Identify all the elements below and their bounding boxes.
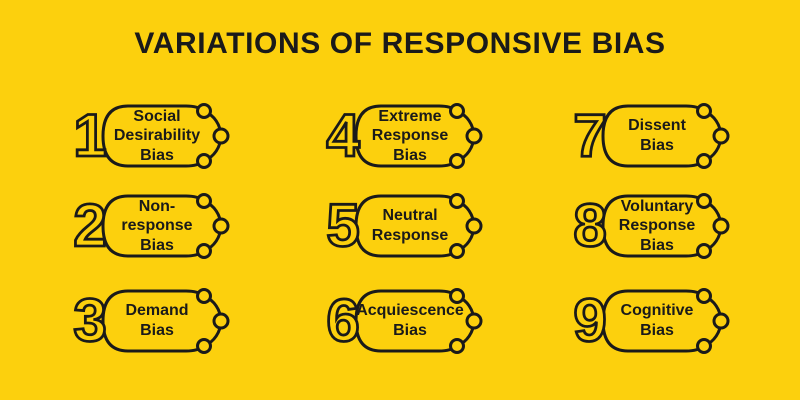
card-number: 2	[73, 192, 106, 259]
node-circle-icon	[196, 288, 212, 304]
card-number: 5	[326, 192, 359, 259]
node-circle-icon	[696, 243, 712, 259]
card-number-graphic: 5	[325, 191, 361, 261]
node-circle-icon	[449, 243, 465, 259]
capsule-border	[354, 194, 459, 258]
capsule-outline	[101, 103, 230, 169]
node-circle-icon	[696, 153, 712, 169]
capsule-outline	[354, 193, 483, 259]
card-label: Cognitive Bias	[620, 302, 694, 339]
bias-card-6: 6 Acquiescence Bias	[315, 283, 505, 359]
card-number-graphic: 7	[572, 101, 608, 171]
capsule-border	[601, 104, 706, 168]
bias-card-7: 7 Dissent Bias	[562, 98, 752, 174]
capsule-outline	[354, 288, 483, 354]
node-circle-icon	[712, 217, 730, 235]
card-number-graphic: 1	[72, 101, 108, 171]
card-label: Social Desirability Bias	[113, 107, 201, 164]
card-label: Voluntary Response Bias	[618, 197, 696, 254]
node-circle-icon	[696, 193, 712, 209]
node-circle-icon	[212, 217, 230, 235]
card-label: Demand Bias	[125, 302, 189, 339]
capsule-border	[601, 194, 706, 258]
card-number-graphic: 6	[325, 286, 361, 356]
card-number: 9	[573, 287, 606, 354]
capsule-outline	[601, 103, 730, 169]
capsule-outline	[101, 193, 230, 259]
card-number: 7	[573, 102, 606, 169]
card-number: 3	[73, 287, 106, 354]
capsule-outline	[354, 103, 483, 169]
card-label: Extreme Response Bias	[371, 107, 449, 164]
node-circle-icon	[449, 103, 465, 119]
card-number-graphic: 3	[72, 286, 108, 356]
node-circle-icon	[196, 153, 212, 169]
node-circle-icon	[196, 193, 212, 209]
capsule-outline	[601, 288, 730, 354]
node-circle-icon	[465, 312, 483, 330]
bias-card-8: 8 Voluntary Response Bias	[562, 188, 752, 264]
bias-card-1: 1 Social Desirability Bias	[62, 98, 252, 174]
node-circle-icon	[449, 153, 465, 169]
node-circle-icon	[465, 217, 483, 235]
bias-card-9: 9 Cognitive Bias	[562, 283, 752, 359]
card-number-graphic: 4	[325, 101, 362, 171]
bias-card-2: 2 Non-response Bias	[62, 188, 252, 264]
node-circle-icon	[465, 127, 483, 145]
card-number-graphic: 2	[72, 191, 108, 261]
node-circle-icon	[449, 193, 465, 209]
card-number: 1	[73, 102, 106, 169]
bias-card-3: 3 Demand Bias	[62, 283, 252, 359]
node-circle-icon	[449, 288, 465, 304]
capsule-border	[101, 289, 206, 353]
node-circle-icon	[196, 103, 212, 119]
node-circle-icon	[696, 288, 712, 304]
capsule-border	[601, 289, 706, 353]
card-label: Dissent Bias	[628, 117, 686, 154]
capsule-border	[101, 194, 206, 258]
card-label: Acquiescence Bias	[356, 302, 464, 339]
node-circle-icon	[696, 103, 712, 119]
card-number: 8	[573, 192, 606, 259]
node-circle-icon	[712, 312, 730, 330]
bias-card-4: 4 Extreme Response Bias	[315, 98, 505, 174]
card-number-graphic: 8	[572, 191, 608, 261]
node-circle-icon	[712, 127, 730, 145]
card-number: 6	[326, 287, 359, 354]
node-circle-icon	[196, 243, 212, 259]
capsule-outline	[101, 288, 230, 354]
capsule-border	[354, 104, 459, 168]
page-title: VARIATIONS OF RESPONSIVE BIAS	[134, 27, 666, 60]
capsule-border	[101, 104, 206, 168]
card-number: 4	[326, 102, 360, 169]
node-circle-icon	[212, 312, 230, 330]
card-number-graphic: 9	[572, 286, 608, 356]
node-circle-icon	[212, 127, 230, 145]
card-label: Neutral Response	[371, 207, 449, 244]
bias-card-5: 5 Neutral Response	[315, 188, 505, 264]
capsule-outline	[601, 193, 730, 259]
capsule-border	[354, 289, 459, 353]
card-label: Non-response Bias	[121, 197, 193, 254]
node-circle-icon	[449, 338, 465, 354]
node-circle-icon	[696, 338, 712, 354]
node-circle-icon	[196, 338, 212, 354]
